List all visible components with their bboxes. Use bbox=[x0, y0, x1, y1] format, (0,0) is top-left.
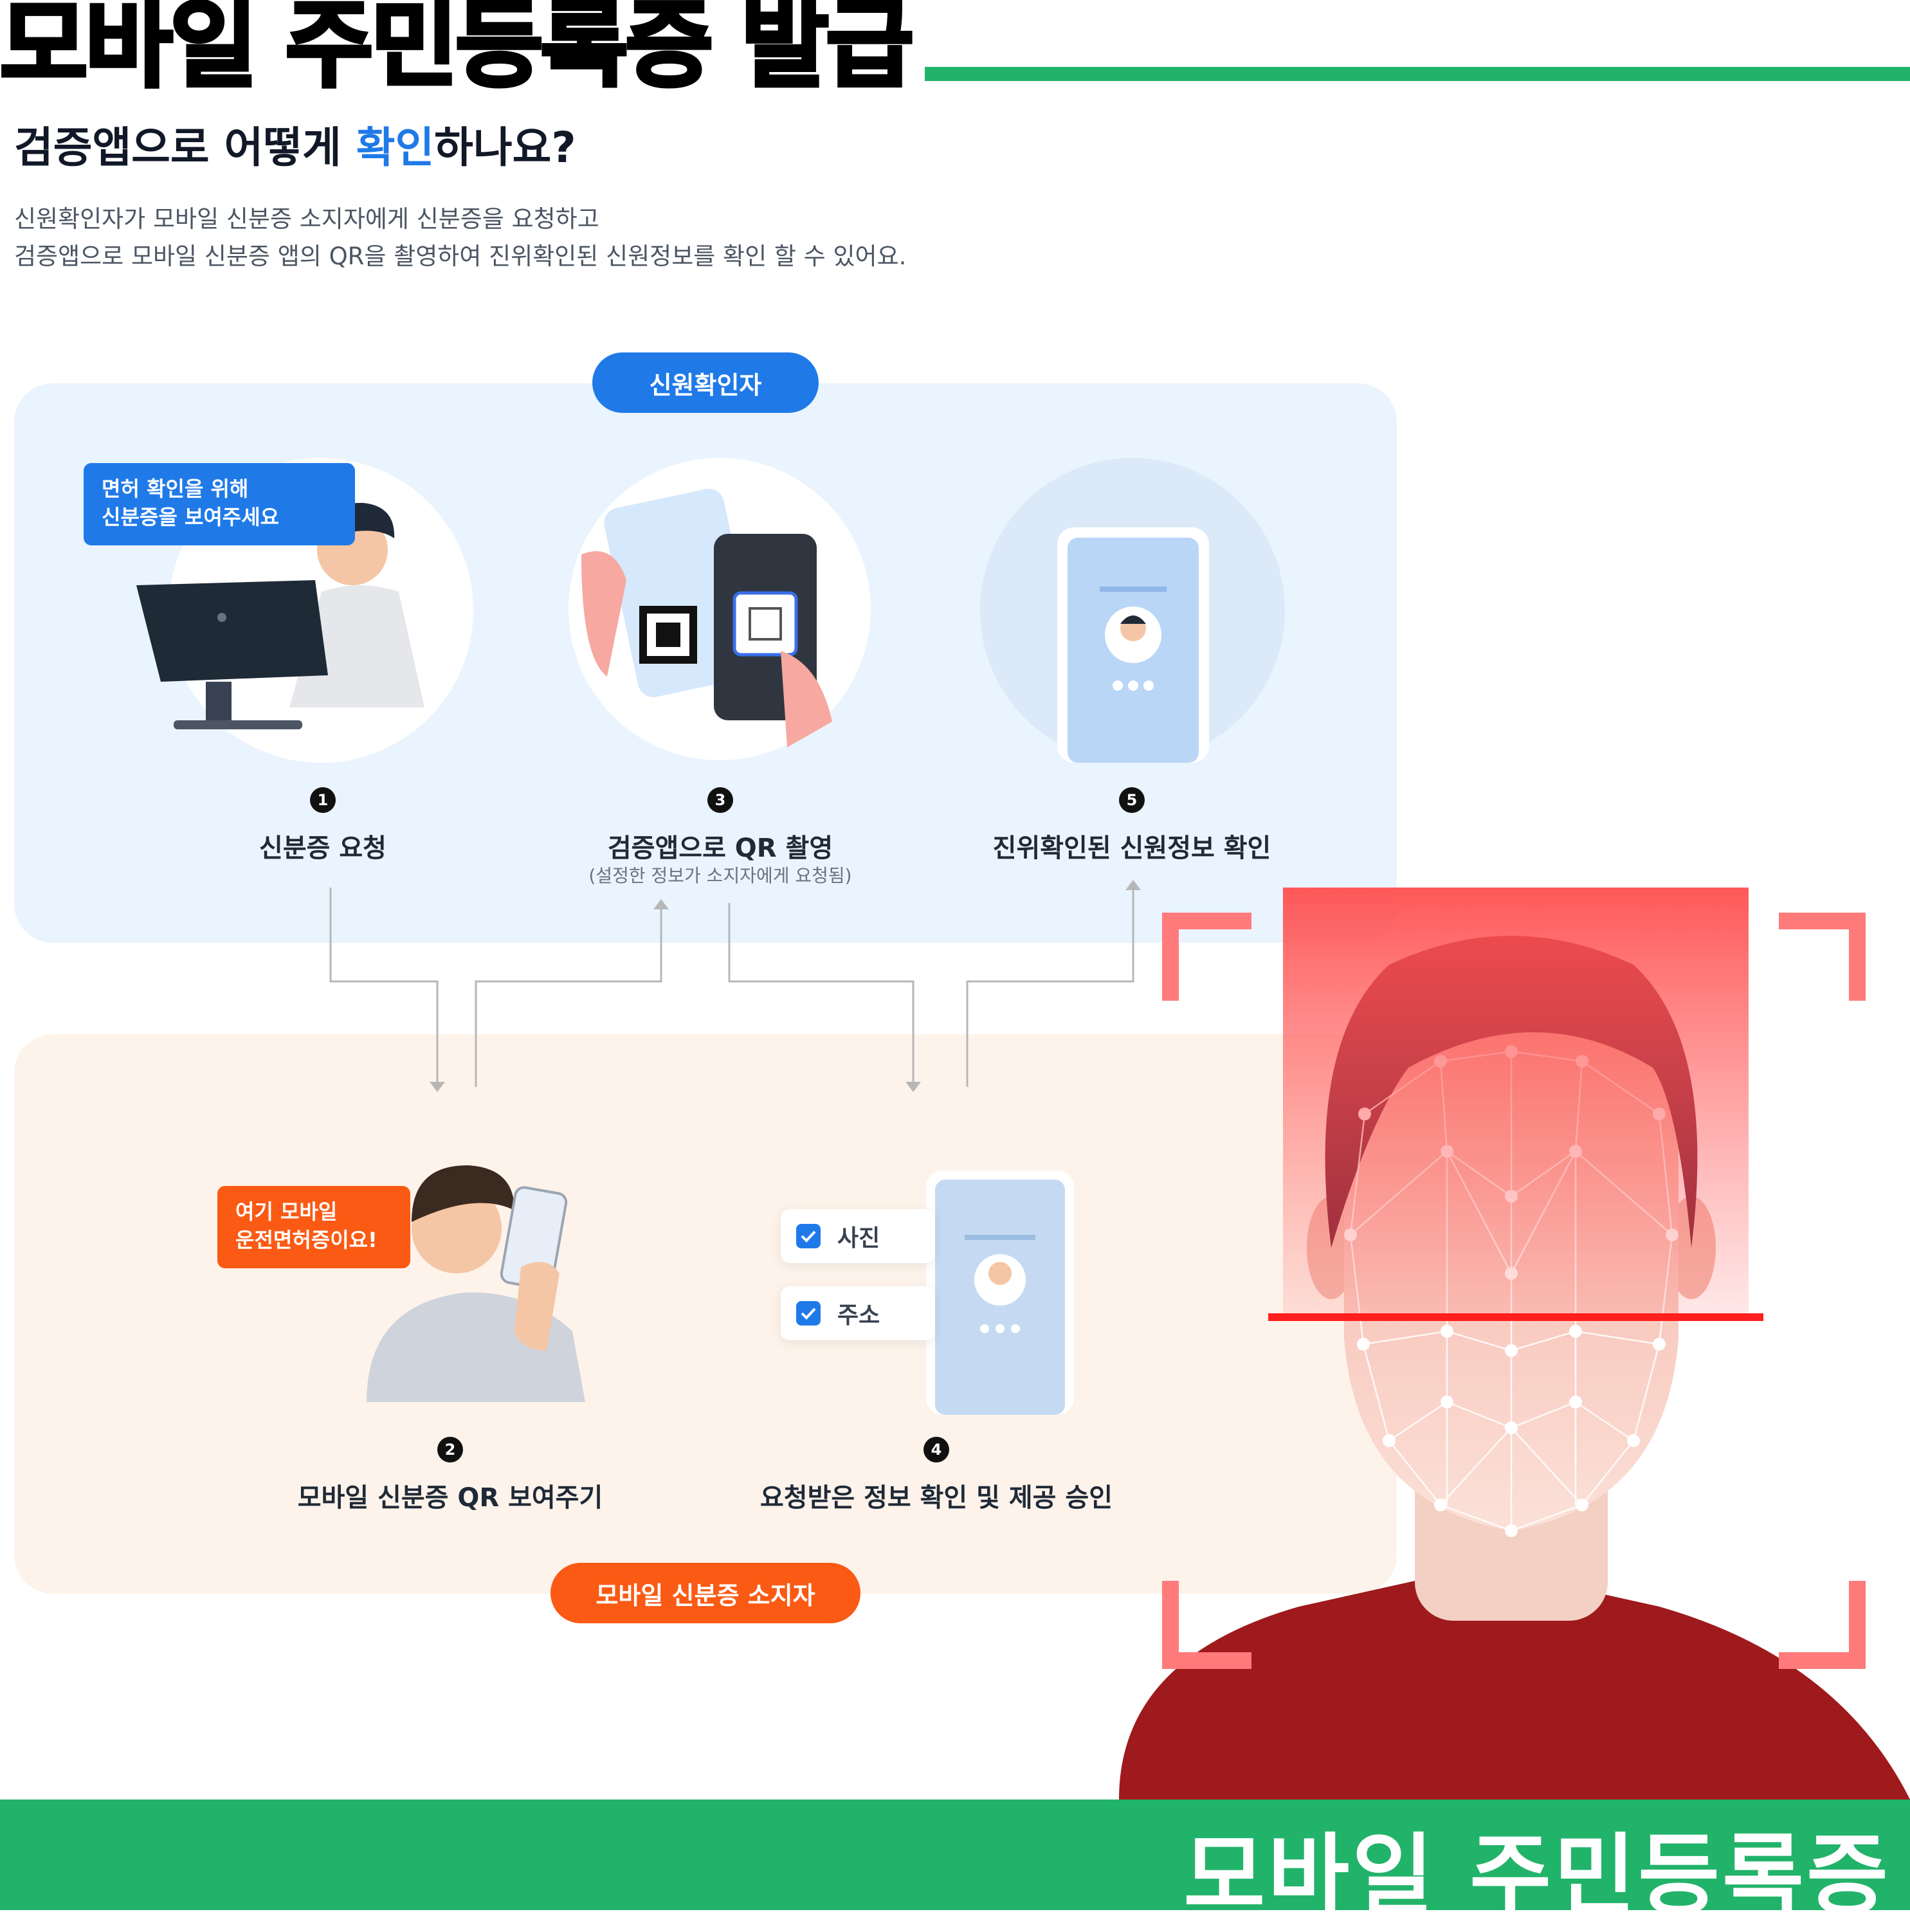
step-5-number: 5 bbox=[1119, 787, 1145, 813]
consent-photo-label: 사진 bbox=[837, 1225, 880, 1252]
footer-title: 모바일 주민등록증 bbox=[1183, 1824, 1891, 1927]
footer-bar bbox=[0, 1800, 1910, 1910]
verifier-label: 신원확인자 bbox=[592, 352, 819, 413]
section-title-post: 하나요? bbox=[434, 123, 576, 172]
consent-photo-checkbox[interactable]: 사진 bbox=[781, 1209, 935, 1263]
hero-title: 모바일 주민등록증 발급 bbox=[0, 0, 916, 100]
verifier-speech-bubble: 면허 확인을 위해 신분증을 보여주세요 bbox=[84, 463, 355, 545]
check-icon bbox=[796, 1224, 821, 1248]
verifier-bubble-line-2: 신분증을 보여주세요 bbox=[102, 505, 280, 529]
check-icon bbox=[796, 1301, 821, 1326]
hero-underline bbox=[925, 67, 1910, 81]
step-2-number: 2 bbox=[437, 1437, 463, 1463]
description-line-1: 신원확인자가 모바일 신분증 소지자에게 신분증을 요청하고 bbox=[14, 205, 599, 233]
holder-person-icon bbox=[367, 1165, 585, 1402]
description-line-2: 검증앱으로 모바일 신분증 앱의 QR을 촬영하여 진위확인된 신원정보를 확인… bbox=[14, 242, 907, 270]
section-title: 검증앱으로 어떻게 확인하나요? bbox=[14, 113, 576, 175]
section-description: 신원확인자가 모바일 신분증 소지자에게 신분증을 요청하고 검증앱으로 모바일… bbox=[14, 201, 906, 275]
step-3-label: 검증앱으로 QR 촬영 bbox=[607, 834, 833, 863]
consent-phone-icon bbox=[926, 1171, 1074, 1415]
holder-bubble-line-2: 운전면허증이요! bbox=[235, 1228, 377, 1252]
step-1-label: 신분증 요청 bbox=[259, 834, 387, 863]
step-5-label: 진위확인된 신원정보 확인 bbox=[992, 834, 1271, 863]
face-scan-illustration bbox=[1119, 888, 1910, 1800]
holder-panel bbox=[14, 1034, 1397, 1594]
step-2-label: 모바일 신분증 QR 보여주기 bbox=[297, 1483, 603, 1513]
step-4-label: 요청받은 정보 확인 및 제공 승인 bbox=[759, 1483, 1113, 1513]
step-1-number: 1 bbox=[310, 787, 336, 813]
verified-phone-icon bbox=[1057, 527, 1209, 763]
holder-label: 모바일 신분증 소지자 bbox=[550, 1563, 860, 1623]
consent-address-label: 주소 bbox=[837, 1302, 880, 1329]
verifier-person-icon bbox=[136, 502, 424, 729]
step-4-number: 4 bbox=[923, 1437, 949, 1463]
section-title-highlight: 확인 bbox=[356, 123, 435, 172]
holder-speech-bubble: 여기 모바일 운전면허증이요! bbox=[217, 1186, 410, 1268]
qr-scan-icon bbox=[581, 488, 832, 747]
step-3-number: 3 bbox=[707, 787, 733, 813]
step-3-sublabel: (설정한 정보가 소지자에게 요청됨) bbox=[588, 865, 852, 886]
consent-address-checkbox[interactable]: 주소 bbox=[781, 1286, 935, 1340]
verifier-bubble-line-1: 면허 확인을 위해 bbox=[102, 477, 249, 501]
section-title-pre: 검증앱으로 어떻게 bbox=[14, 123, 356, 172]
holder-bubble-line-1: 여기 모바일 bbox=[235, 1199, 338, 1224]
